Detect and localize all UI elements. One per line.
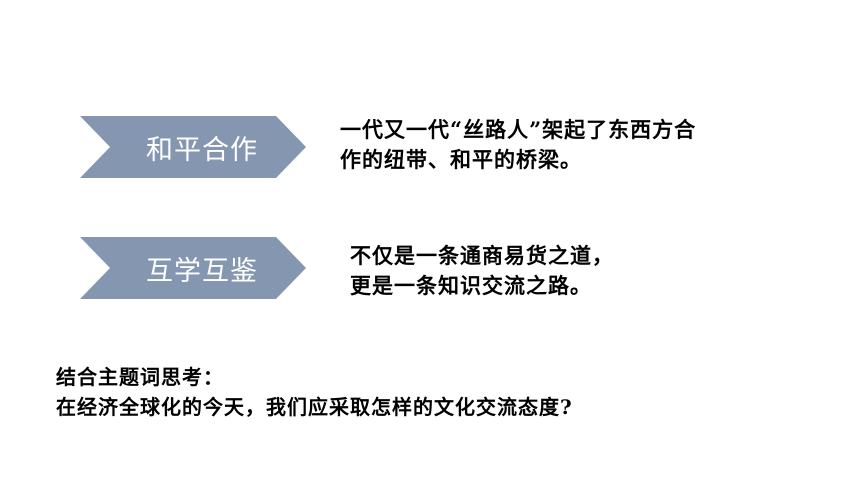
chevron-label-text: 和平合作 (146, 134, 258, 166)
question-heading: 结合主题词思考： (56, 365, 224, 389)
mutual-learning-description: 不仅是一条通商易货之道， 更是一条知识交流之路。 (350, 241, 614, 301)
chevron-label-peace-cooperation: 和平合作 (80, 116, 306, 178)
description-line: 更是一条知识交流之路。 (350, 273, 592, 298)
discussion-question: 结合主题词思考： 在经济全球化的今天，我们应采取怎样的文化交流态度? (56, 362, 573, 422)
description-line: 不仅是一条通商易货之道， (350, 243, 614, 268)
chevron-label-mutual-learning: 互学互鉴 (80, 237, 306, 299)
question-text: 在经济全球化的今天，我们应采取怎样的文化交流态度? (56, 395, 573, 419)
description-line: 一代又一代“丝路人”架起了东西方合 (340, 117, 697, 142)
peace-cooperation-description: 一代又一代“丝路人”架起了东西方合 作的纽带、和平的桥梁。 (340, 115, 696, 175)
chevron-label-text: 互学互鉴 (146, 255, 258, 287)
description-line: 作的纽带、和平的桥梁。 (340, 147, 582, 172)
